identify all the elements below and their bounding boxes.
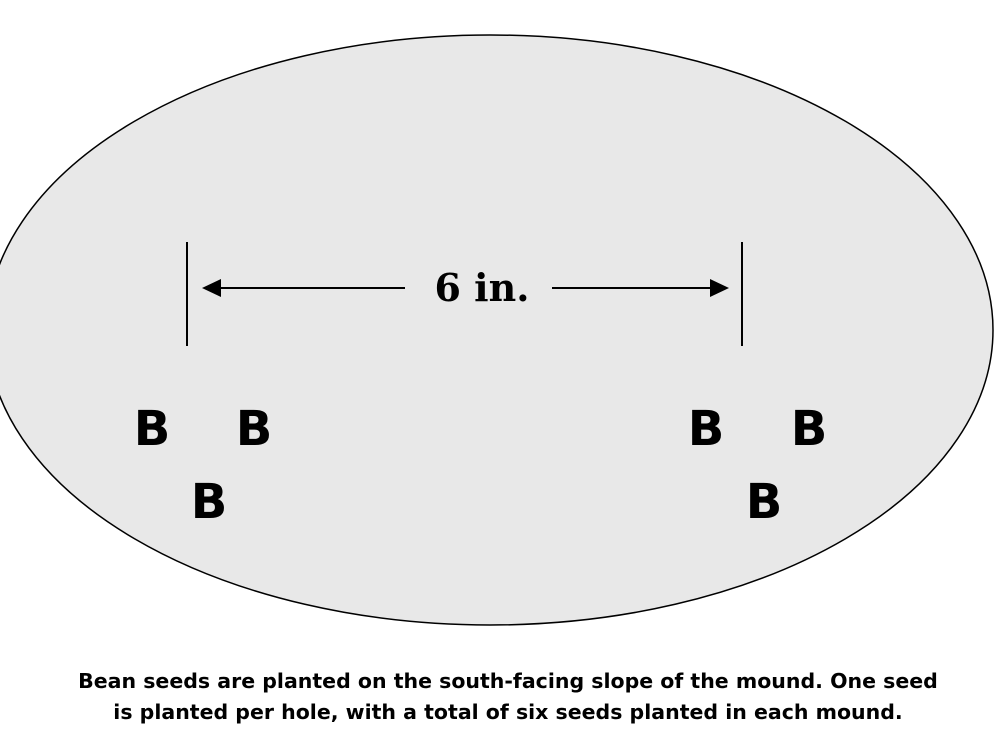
seed-left-1: B <box>134 401 171 457</box>
seed-left-2: B <box>236 401 273 457</box>
right-arrowhead-icon <box>710 279 729 297</box>
distance-label: 6 in. <box>435 265 530 310</box>
seed-right-1: B <box>688 401 725 457</box>
seed-right-3: B <box>746 474 783 530</box>
left-arrowhead-icon <box>202 279 221 297</box>
caption-line-2: is planted per hole, with a total of six… <box>113 700 903 724</box>
seed-left-3: B <box>191 474 228 530</box>
caption-line-1: Bean seeds are planted on the south-faci… <box>78 669 938 693</box>
mound <box>0 34 994 626</box>
seed-right-2: B <box>791 401 828 457</box>
